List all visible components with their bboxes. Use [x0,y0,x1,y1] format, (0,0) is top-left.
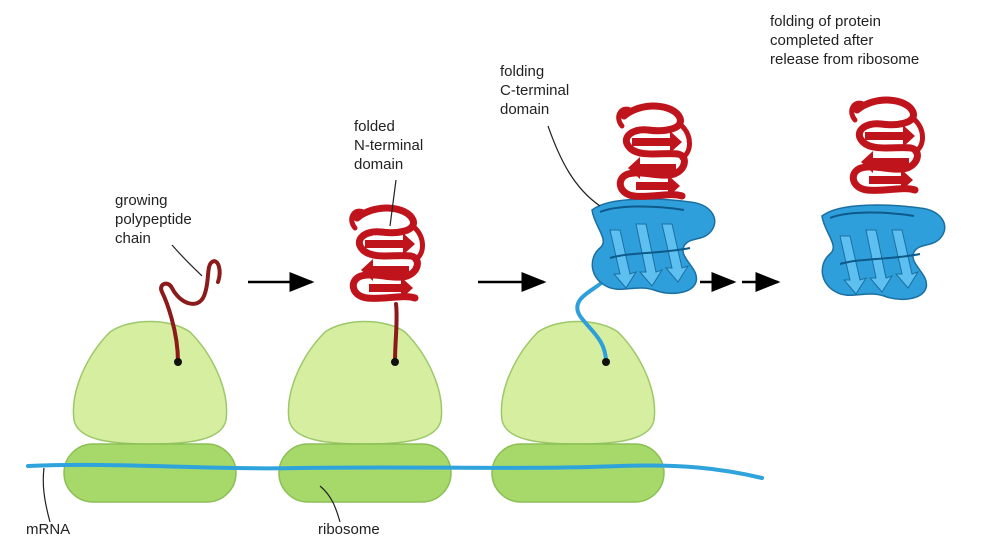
label-folded-n-terminal: folded N-terminal domain [354,117,423,174]
label-line: completed after [770,31,919,50]
label-line: domain [354,155,423,174]
ribosome-1 [64,322,236,503]
label-growing-polypeptide-chain: growing polypeptide chain [115,191,192,248]
leader-folded-n [390,180,396,226]
label-line: C-terminal [500,81,569,100]
ribosome-3 [492,322,664,503]
label-line: N-terminal [354,136,423,155]
label-line: folding [500,62,569,81]
label-line: domain [500,100,569,119]
label-ribosome: ribosome [318,520,380,539]
label-completed-protein: folding of protein completed after relea… [770,12,919,69]
label-line: folding of protein [770,12,919,31]
label-mrna: mRNA [26,520,70,539]
label-line: folded [354,117,423,136]
leader-folding-c [548,126,600,206]
label-folding-c-terminal: folding C-terminal domain [500,62,569,119]
label-line: release from ribosome [770,50,919,69]
leader-mrna [43,468,50,522]
leader-growing [172,245,202,276]
label-line: growing [115,191,192,210]
ribosome-2 [279,322,451,503]
completed-protein [822,100,945,299]
label-line: polypeptide [115,210,192,229]
label-line: chain [115,229,192,248]
